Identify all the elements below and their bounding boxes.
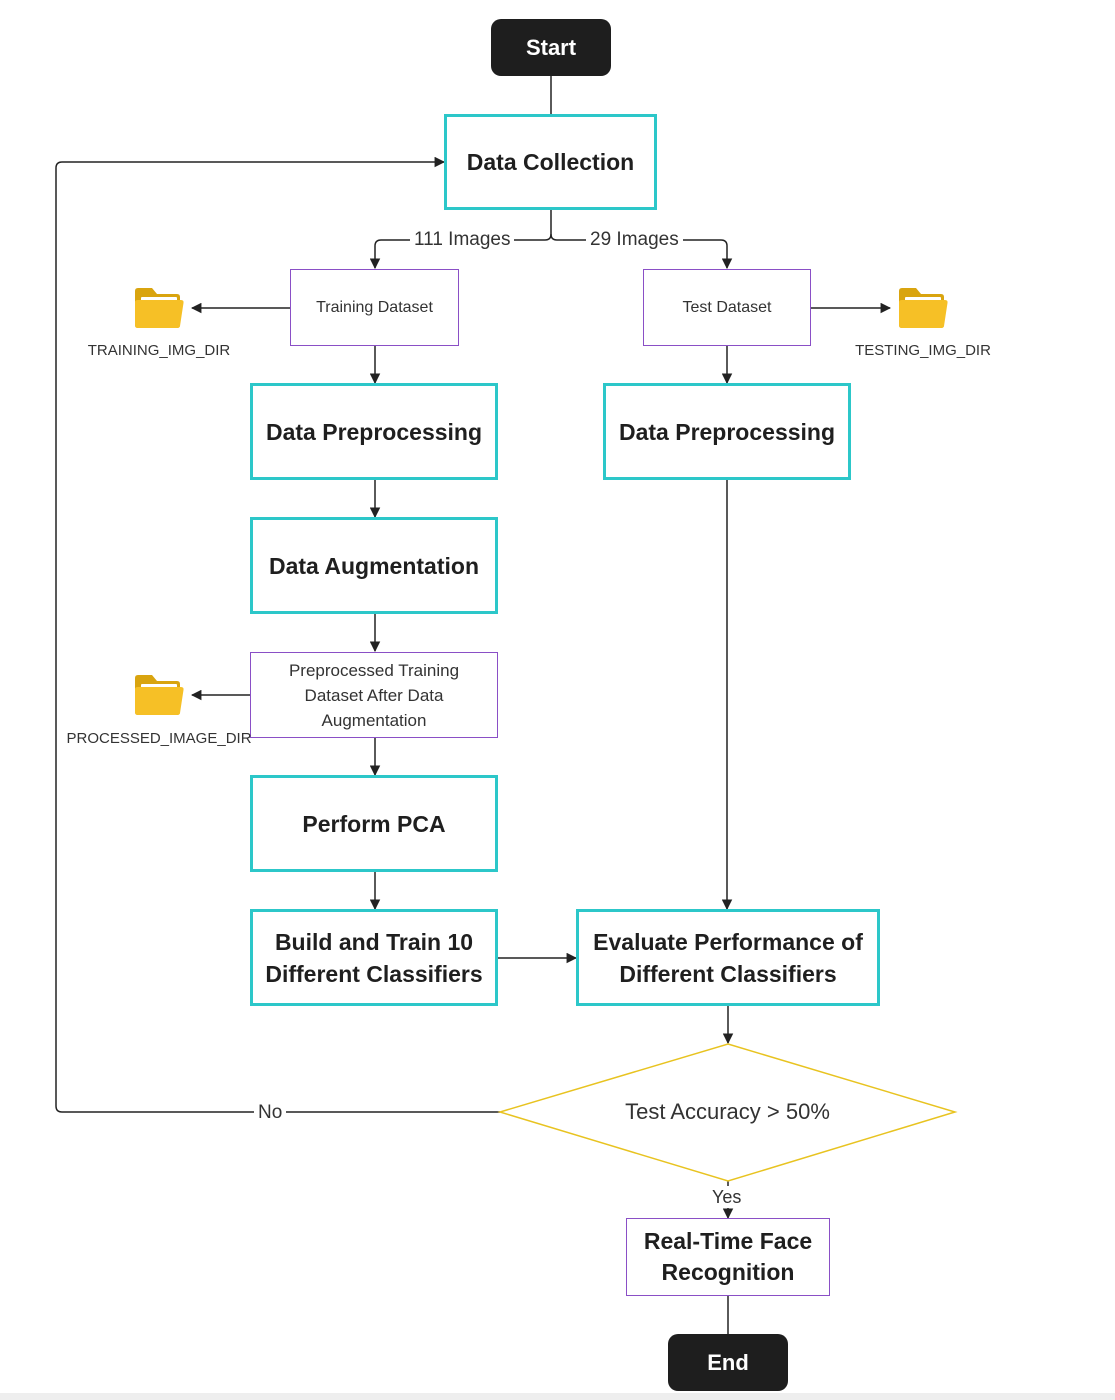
folder-icon bbox=[135, 675, 184, 715]
face-recognition-node[interactable]: Real-Time Face Recognition bbox=[626, 1218, 830, 1296]
test-dataset-node[interactable]: Test Dataset bbox=[643, 269, 811, 346]
folder-icon bbox=[899, 288, 948, 328]
build-train-classifiers-node[interactable]: Build and Train 10 Different Classifiers bbox=[250, 909, 498, 1006]
perform-pca-node[interactable]: Perform PCA bbox=[250, 775, 498, 872]
testing-dir-label: TESTING_IMG_DIR bbox=[855, 342, 991, 359]
test-preprocessing-node[interactable]: Data Preprocessing bbox=[603, 383, 851, 480]
edge-label-111-images: 111 Images bbox=[410, 229, 515, 251]
data-collection-node[interactable]: Data Collection bbox=[444, 114, 657, 210]
training-dataset-node[interactable]: Training Dataset bbox=[290, 269, 459, 346]
edge-label-yes: Yes bbox=[708, 1186, 746, 1208]
processed-dir-label: PROCESSED_IMAGE_DIR bbox=[66, 730, 252, 747]
edge-label-no: No bbox=[254, 1102, 287, 1124]
decision-label: Test Accuracy > 50% bbox=[625, 1099, 830, 1124]
data-augmentation-node[interactable]: Data Augmentation bbox=[250, 517, 498, 614]
folder-icon bbox=[135, 288, 184, 328]
end-node[interactable]: End bbox=[668, 1334, 788, 1391]
edge-label-29-images: 29 Images bbox=[586, 229, 683, 251]
training-dir-label: TRAINING_IMG_DIR bbox=[87, 342, 231, 359]
train-preprocessing-node[interactable]: Data Preprocessing bbox=[250, 383, 498, 480]
bottom-strip bbox=[0, 1393, 1115, 1400]
evaluate-classifiers-node[interactable]: Evaluate Performance of Different Classi… bbox=[576, 909, 880, 1006]
decision-diamond bbox=[497, 1043, 958, 1182]
preprocessed-dataset-node[interactable]: Preprocessed Training Dataset After Data… bbox=[250, 652, 498, 738]
start-node[interactable]: Start bbox=[491, 19, 611, 76]
